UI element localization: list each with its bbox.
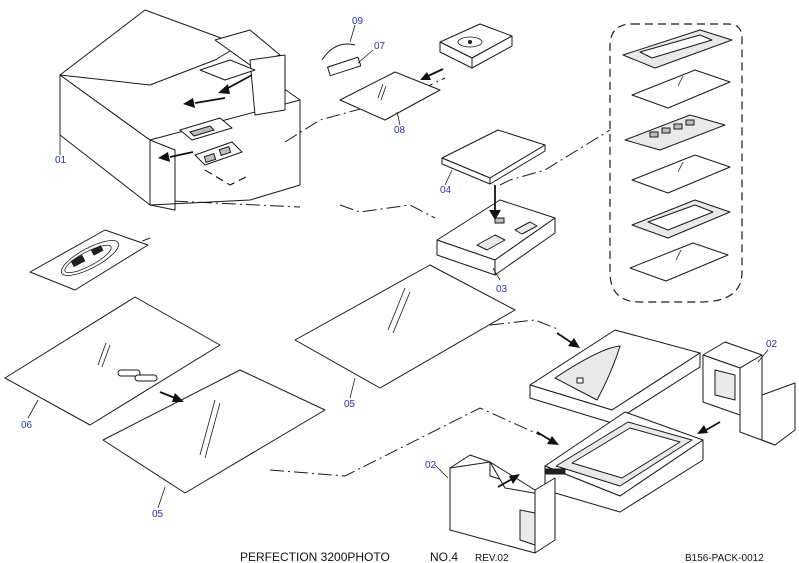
part-09-strap [321, 43, 356, 61]
callout-04: 04 [440, 185, 452, 196]
part-08-bag [339, 71, 441, 121]
callout-07: 07 [374, 41, 386, 52]
bag-05-center [294, 264, 516, 389]
callout-02-right: 02 [766, 339, 778, 350]
foam-cap-02-left [449, 454, 556, 554]
callout-05-center: 05 [344, 399, 356, 410]
callout-06: 06 [21, 420, 33, 431]
callout-08: 08 [394, 125, 406, 136]
film-holder-group [609, 23, 743, 303]
bag-05-left [102, 369, 326, 494]
arrow-7 [536, 431, 559, 445]
arrow-1 [218, 74, 253, 94]
arrow-6 [159, 391, 184, 402]
callout-leaders [27, 24, 769, 509]
accessory-tray-03 [436, 185, 556, 276]
scanner-base [544, 411, 704, 513]
arrow-5 [556, 332, 580, 348]
footer-doc-id: B156-PACK-0012 [685, 553, 764, 563]
callout-03: 03 [496, 284, 508, 295]
callout-numbers: 01 09 07 08 04 03 06 05 05 02 02 [21, 16, 778, 520]
foam-cap-02-right [702, 341, 796, 446]
assembly-arrows [158, 68, 721, 488]
callout-05-left: 05 [152, 509, 164, 520]
footer-sheet: NO.4 [430, 550, 458, 563]
bag-06 [4, 296, 221, 426]
callout-01: 01 [55, 155, 67, 166]
cable-bag [29, 229, 149, 291]
arrow-4 [420, 68, 444, 80]
scanner-lid [529, 329, 701, 424]
manual-with-cd [439, 23, 513, 69]
footer: PERFECTION 3200PHOTO NO.4 REV.02 B156-PA… [240, 550, 764, 563]
callout-02-left: 02 [425, 460, 437, 471]
small-parts [321, 43, 441, 121]
arrow-3 [158, 151, 194, 162]
arrow-9 [697, 421, 721, 434]
callout-09: 09 [352, 16, 364, 27]
footer-revision: REV.02 [475, 553, 509, 563]
part-07-label [327, 56, 362, 77]
carton-box [59, 9, 301, 211]
arrow-8 [497, 474, 520, 488]
footer-model: PERFECTION 3200PHOTO [240, 550, 390, 563]
arrow-2 [183, 97, 226, 108]
foam-pad-04 [441, 129, 546, 185]
